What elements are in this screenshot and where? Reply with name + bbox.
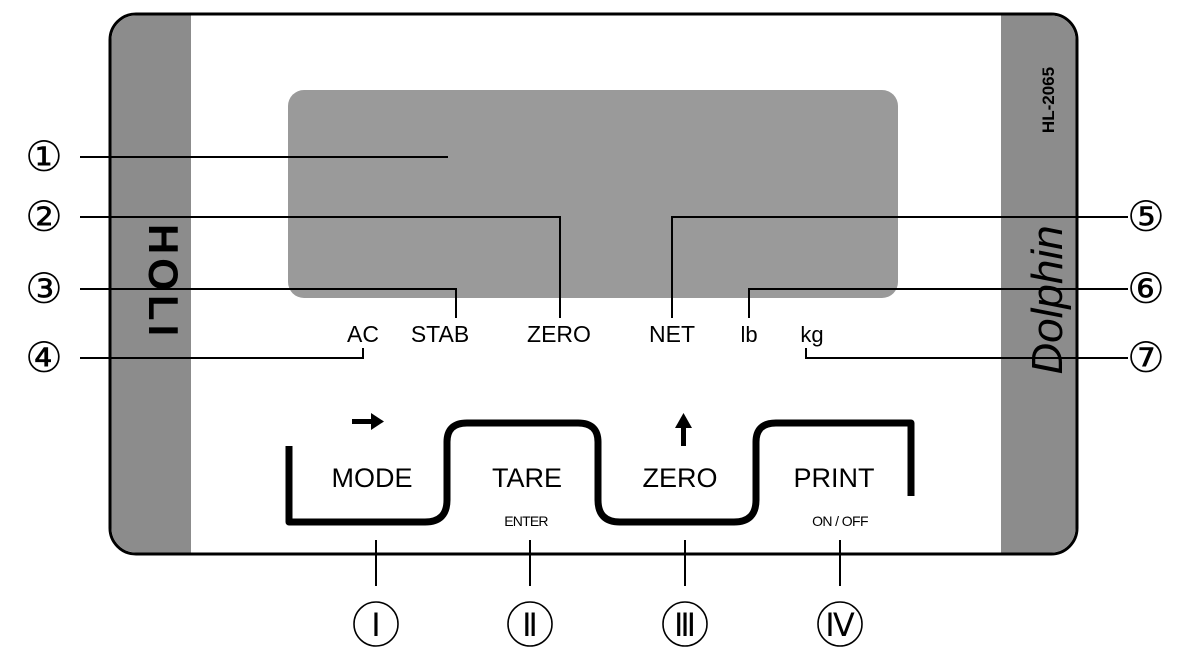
model-label: HL-2065: [1039, 67, 1058, 133]
key-callout-2: Ⅱ: [507, 601, 553, 647]
key-leader-lines: [375, 540, 841, 586]
callout-7: ⑦: [1127, 336, 1165, 382]
right-arrow-icon: [352, 413, 384, 430]
holi-logo-text: HOLI: [140, 224, 187, 340]
mode-key-label: MODE: [332, 463, 413, 493]
key-callout-1-text: Ⅰ: [371, 607, 380, 643]
print-key-sublabel: ON / OFF: [812, 513, 868, 529]
print-key-label: PRINT: [794, 463, 875, 493]
callout-5: ⑤: [1127, 195, 1165, 241]
indicator-ac: AC: [347, 321, 379, 347]
left-side-band: [111, 15, 191, 553]
indicator-net: NET: [649, 321, 695, 347]
tare-key-sublabel: ENTER: [504, 513, 548, 529]
callout-2: ②: [25, 195, 63, 241]
key-callout-2-text: Ⅱ: [522, 607, 538, 643]
key-callout-4-text: Ⅳ: [825, 607, 855, 643]
zero-key[interactable]: ZERO: [642, 463, 717, 493]
up-arrow-icon: [675, 413, 692, 446]
holi-logo: HOLI: [140, 224, 187, 340]
callout-6: ⑥: [1127, 267, 1165, 313]
display-window: [288, 90, 898, 298]
key-callout-3: Ⅲ: [662, 601, 708, 647]
callout-1: ①: [25, 135, 63, 181]
key-callout-1: Ⅰ: [353, 601, 399, 647]
indicator-lb: lb: [740, 322, 757, 347]
indicator-zero: ZERO: [527, 321, 591, 347]
key-callout-4: Ⅳ: [817, 601, 863, 647]
indicator-stab: STAB: [411, 321, 469, 347]
indicator-kg: kg: [800, 322, 823, 347]
series-name-label: Dolphin: [1023, 225, 1072, 374]
key-callout-3-text: Ⅲ: [674, 607, 696, 643]
tare-key[interactable]: TARE ENTER: [492, 463, 562, 529]
callout-4: ④: [25, 336, 63, 382]
zero-key-label: ZERO: [642, 463, 717, 493]
tare-key-label: TARE: [492, 463, 562, 493]
print-key[interactable]: PRINT ON / OFF: [794, 463, 875, 529]
callout-leader-lines: [80, 156, 1128, 359]
keypad-outline: [285, 419, 915, 526]
mode-key[interactable]: MODE: [332, 463, 413, 493]
right-side-band: [1001, 15, 1076, 553]
callout-3: ③: [25, 267, 63, 313]
